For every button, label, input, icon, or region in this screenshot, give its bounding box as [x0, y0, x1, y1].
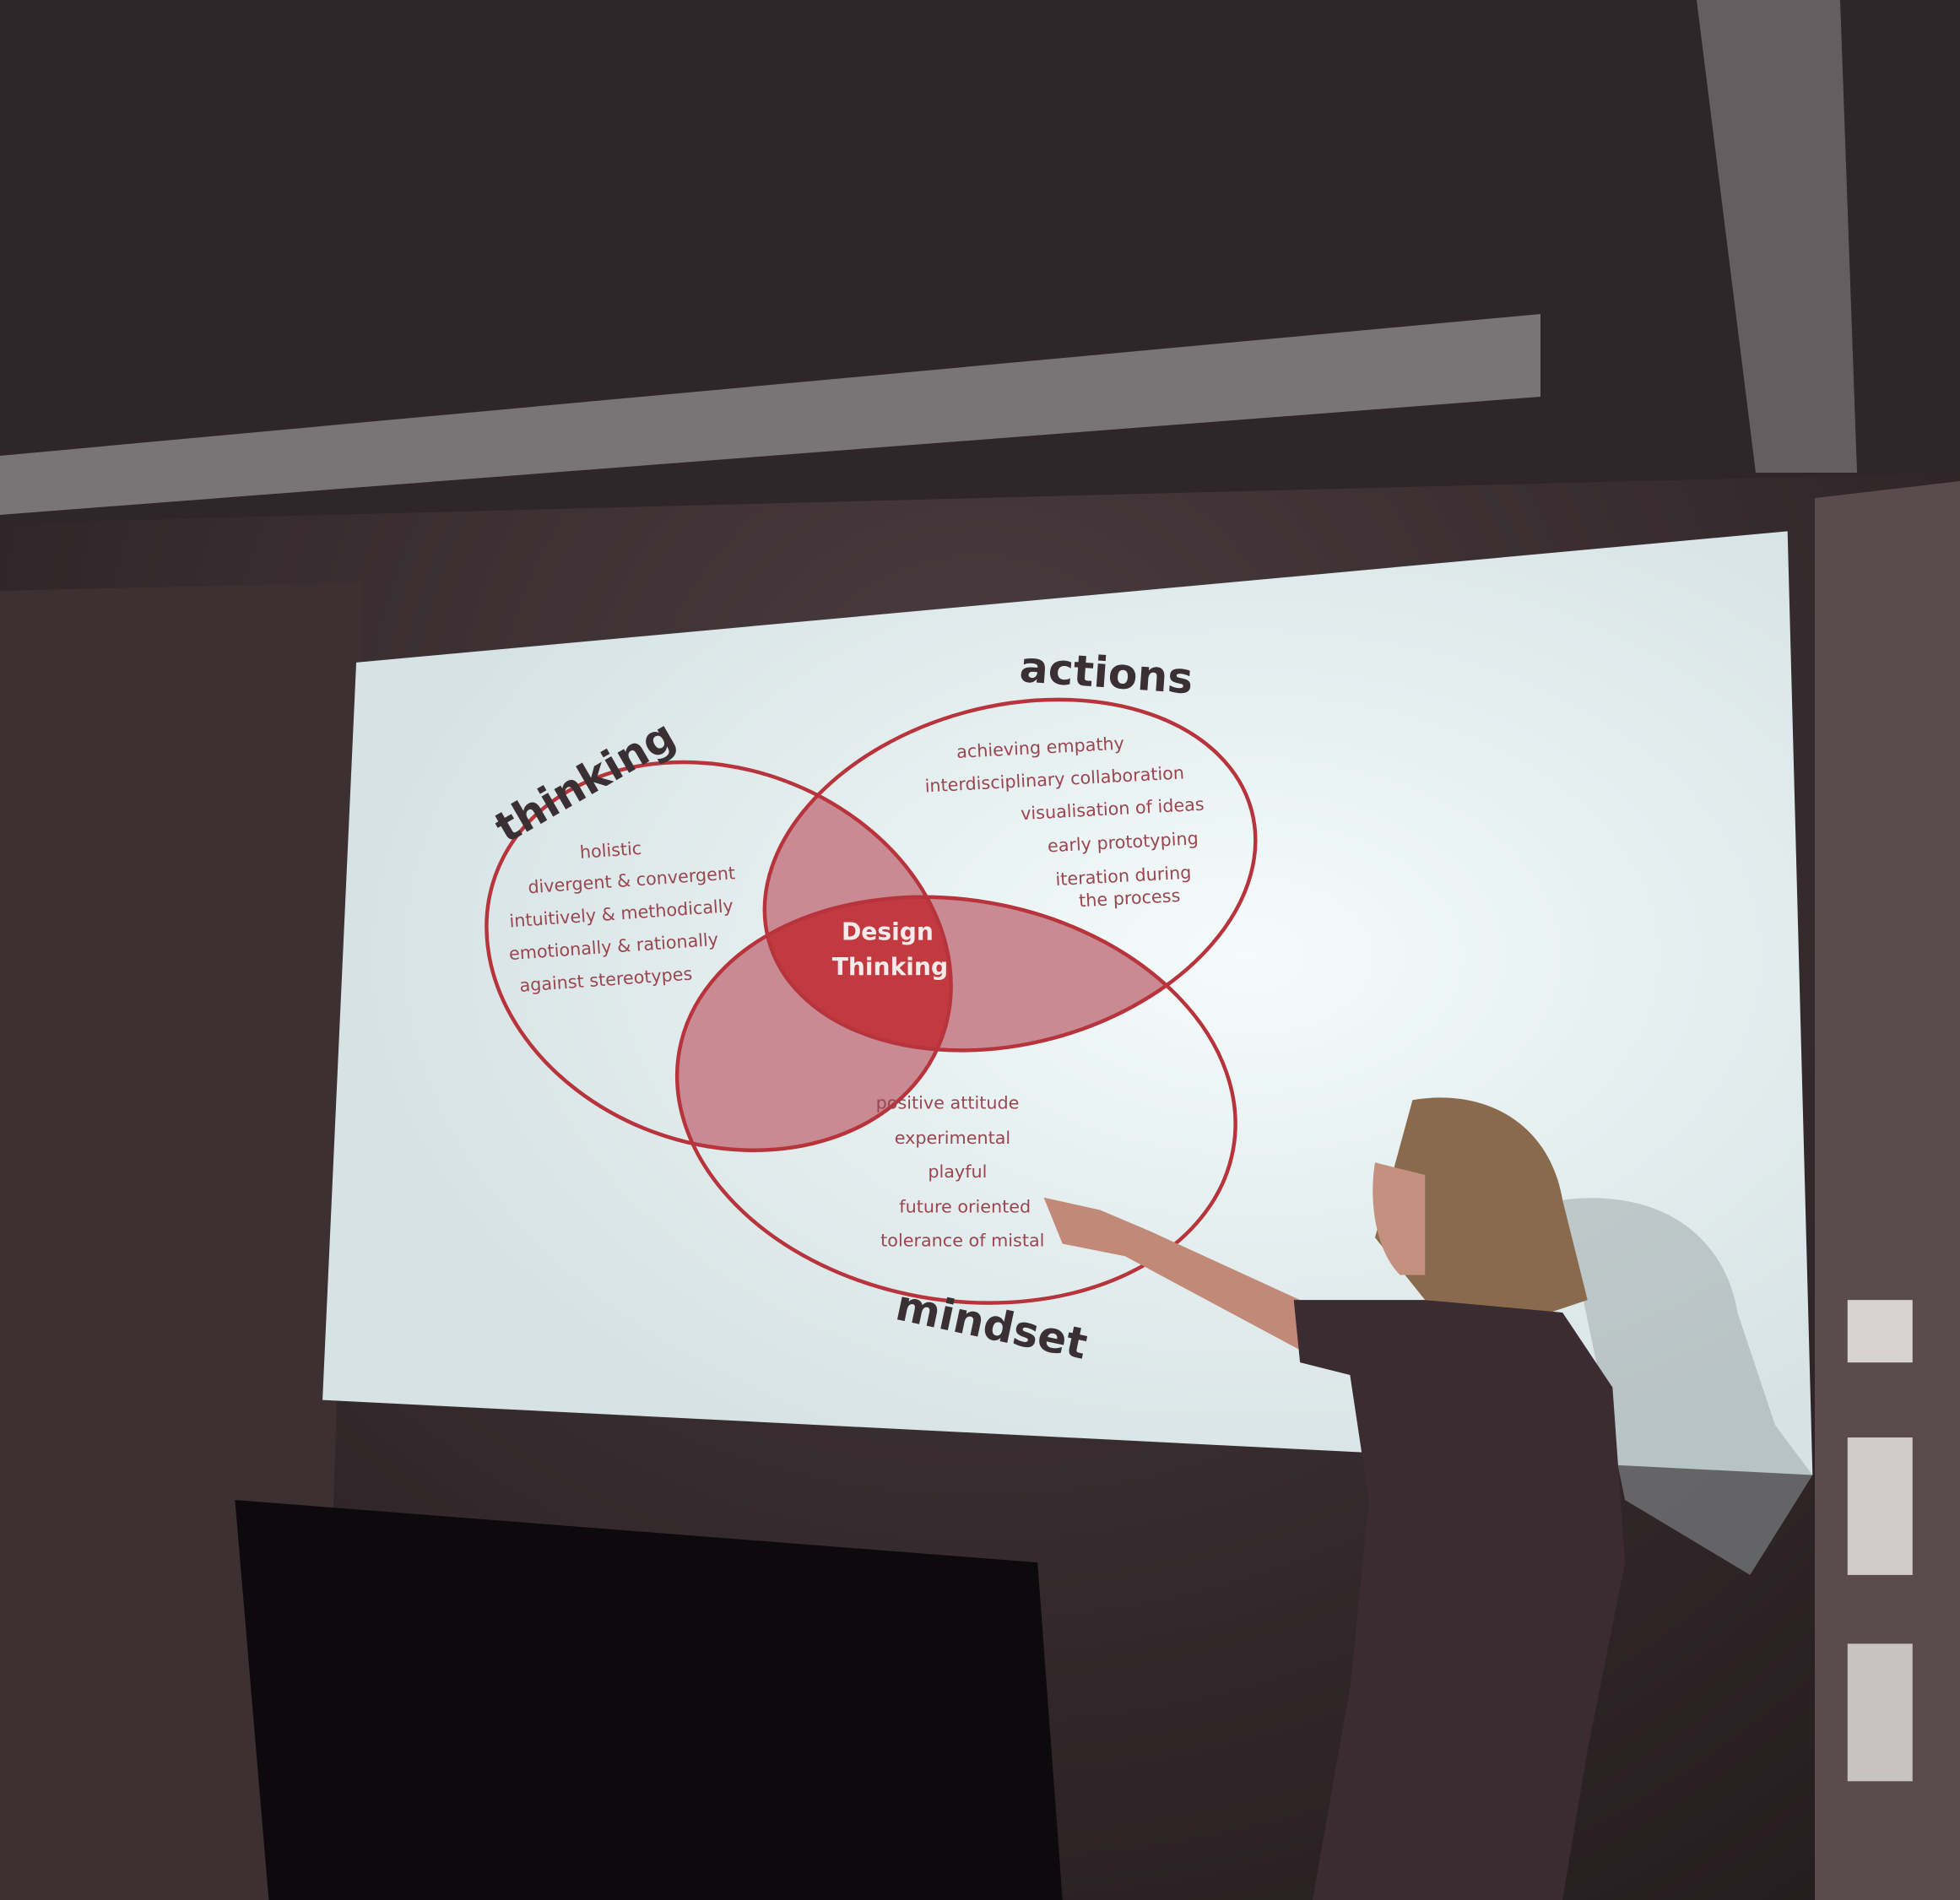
presenter-shadow [1562, 1198, 1813, 1575]
monitor [235, 1500, 1063, 1900]
mindset-circle [674, 895, 1237, 1305]
mindset-item: future oriented [899, 1196, 1031, 1216]
presenter [1043, 1097, 1626, 1900]
label-actions: actions [1018, 641, 1194, 703]
center-line-2: Thinking [832, 953, 948, 981]
ceiling-light [0, 314, 1540, 515]
presenter-dress [1293, 1300, 1626, 1900]
presenter-hair [1374, 1097, 1588, 1313]
wall-column [1697, 0, 1857, 473]
center-line-1: Design [842, 918, 934, 946]
wall-socket [1847, 1643, 1913, 1782]
mindset-item: playful [928, 1161, 987, 1182]
actions-circle [762, 697, 1258, 1053]
mindset-item: experimental [895, 1128, 1010, 1148]
presenter-face [1373, 1162, 1426, 1275]
mindset-item: tolerance of mistal [880, 1230, 1044, 1250]
mindset-item: positive attitude [876, 1093, 1020, 1113]
thinking-circle [485, 760, 953, 1152]
presenter-arm [1043, 1197, 1301, 1351]
wall-switch [1847, 1300, 1913, 1363]
thinking-item: holistic [579, 838, 642, 863]
wall-socket [1847, 1437, 1913, 1575]
